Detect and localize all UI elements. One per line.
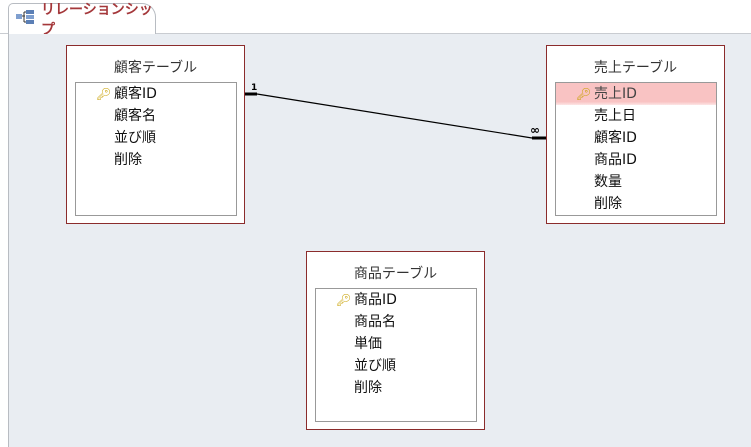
field-item[interactable]: 🔑︎顧客ID — [76, 83, 236, 105]
table-title[interactable]: 顧客テーブル — [113, 60, 198, 76]
field-item[interactable]: 削除 — [354, 380, 382, 396]
field-item[interactable]: 顧客名 — [114, 108, 156, 124]
field-item[interactable]: 🔑︎商品ID — [316, 289, 476, 311]
field-item[interactable]: 商品名 — [354, 314, 396, 330]
field-item[interactable]: 単価 — [354, 336, 382, 352]
tab-relationships[interactable]: リレーションシップ — [8, 2, 156, 38]
table-customers[interactable]: 顧客テーブル 🔑︎顧客ID 顧客名 並び順 削除 — [66, 45, 245, 224]
table-products[interactable]: 商品テーブル 🔑︎商品ID 商品名 単価 並び順 削除 — [306, 251, 485, 430]
field-item[interactable]: 商品ID — [594, 152, 637, 168]
primary-key-icon: 🔑︎ — [336, 293, 352, 307]
field-list[interactable]: 🔑︎商品ID 商品名 単価 並び順 削除 — [315, 288, 477, 422]
relationships-icon — [15, 9, 35, 29]
field-item[interactable]: 数量 — [594, 174, 622, 190]
table-sales[interactable]: 売上テーブル 🔑︎売上ID 売上日 顧客ID 商品ID 数量 削除 — [546, 45, 725, 224]
field-item[interactable]: 売上日 — [594, 108, 636, 124]
primary-key-icon: 🔑︎ — [96, 87, 112, 101]
field-item[interactable]: 顧客ID — [594, 130, 637, 146]
table-title[interactable]: 売上テーブル — [593, 60, 678, 76]
field-item[interactable]: 並び順 — [354, 358, 396, 374]
field-item[interactable]: 削除 — [594, 196, 622, 212]
field-item[interactable]: 並び順 — [114, 130, 156, 146]
table-title[interactable]: 商品テーブル — [353, 266, 438, 282]
field-item-selected[interactable]: 🔑︎売上ID — [556, 83, 716, 105]
field-list[interactable]: 🔑︎顧客ID 顧客名 並び順 削除 — [75, 82, 237, 216]
field-item[interactable]: 削除 — [114, 152, 142, 168]
field-list[interactable]: 🔑︎売上ID 売上日 顧客ID 商品ID 数量 削除 — [555, 82, 717, 216]
primary-key-icon: 🔑︎ — [576, 87, 592, 101]
document-tab-bar: リレーションシップ — [0, 0, 751, 38]
